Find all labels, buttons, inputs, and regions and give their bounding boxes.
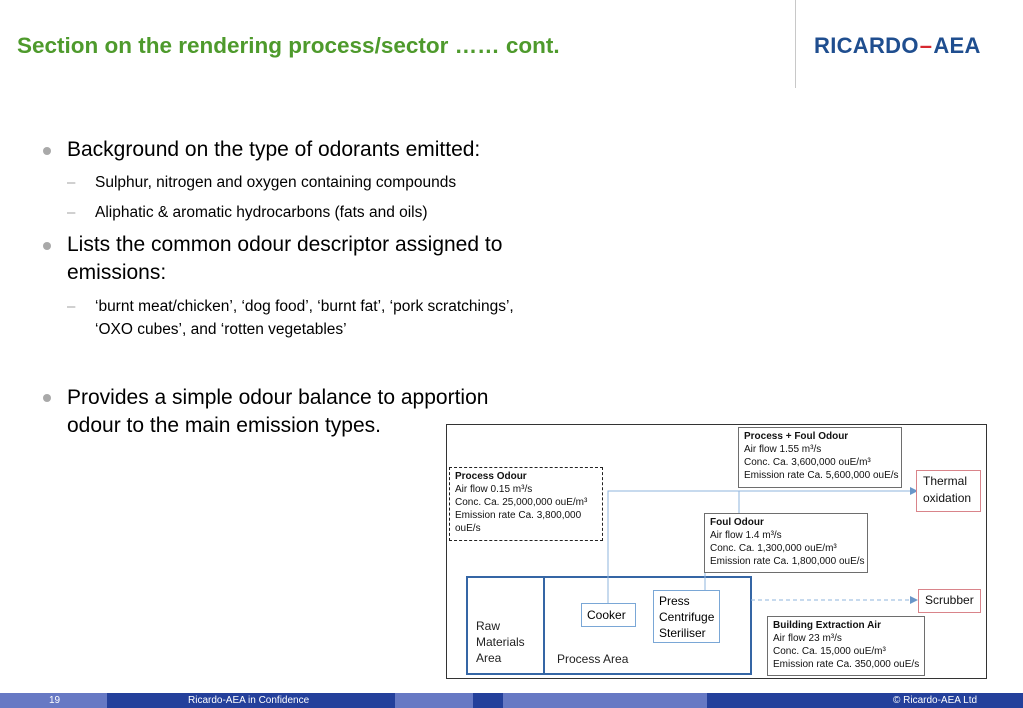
- dash-marker: –: [67, 174, 76, 191]
- process-area-label: Process Area: [557, 652, 629, 666]
- bullet-dot-1: [43, 147, 51, 155]
- bullet-3-line2: odour to the main emission types.: [67, 414, 381, 437]
- emission-rate: Emission rate Ca. 350,000 ouE/s: [773, 659, 920, 670]
- air-flow: Air flow 1.55 m³/s: [744, 444, 822, 455]
- slide-title: Section on the rendering process/sector …: [17, 33, 560, 58]
- press-label: Press: [659, 594, 690, 608]
- footer-bar: 19 Ricardo-AEA in Confidence © Ricardo-A…: [0, 693, 1023, 708]
- concentration: Conc. Ca. 1,300,000 ouE/m³: [710, 543, 837, 554]
- foul-odour-box: Foul Odour Air flow 1.4 m³/s Conc. Ca. 1…: [704, 513, 868, 573]
- oxidation-label: oxidation: [923, 491, 972, 505]
- thermal-oxidation-box: Thermal oxidation: [916, 470, 981, 512]
- bullet-dot-2: [43, 242, 51, 250]
- air-flow: Air flow 1.4 m³/s: [710, 530, 782, 541]
- bullet-2-line2: emissions:: [67, 261, 167, 284]
- scrubber-box: Scrubber: [918, 589, 981, 613]
- raw-line: Raw: [476, 619, 501, 633]
- sub-bullet-2-1-line1: ‘burnt meat/chicken’, ‘dog food’, ‘burnt…: [95, 298, 514, 315]
- box-title: Process Odour: [455, 471, 527, 482]
- bullet-1: Background on the type of odorants emitt…: [67, 138, 481, 161]
- concentration: Conc. Ca. 15,000 ouE/m³: [773, 646, 886, 657]
- box-title: Process + Foul Odour: [744, 431, 849, 442]
- process-odour-box: Process Odour Air flow 0.15 m³/s Conc. C…: [449, 467, 603, 541]
- area-line: Area: [476, 651, 502, 665]
- building-extraction-air-box: Building Extraction Air Air flow 23 m³/s…: [767, 616, 925, 676]
- footer-segment: [395, 693, 473, 708]
- bullet-2-line1: Lists the common odour descriptor assign…: [67, 233, 503, 256]
- logo-ricardo: RICARDO: [814, 33, 919, 58]
- bullet-3-line1: Provides a simple odour balance to appor…: [67, 386, 489, 409]
- footer-segment: [0, 693, 107, 708]
- air-flow: Air flow 0.15 m³/s: [455, 484, 533, 495]
- materials-line: Materials: [476, 635, 525, 649]
- scrubber-label: Scrubber: [925, 593, 974, 607]
- odour-balance-diagram: Process + Foul Odour Air flow 1.55 m³/s …: [446, 424, 987, 679]
- cooker-box: Cooker: [581, 603, 636, 627]
- copyright-label: © Ricardo-AEA Ltd: [893, 695, 978, 706]
- steriliser-label: Steriliser: [659, 626, 706, 640]
- centrifuge-label: Centrifuge: [659, 610, 715, 624]
- bullet-dot-3: [43, 394, 51, 402]
- ricardo-aea-logo: RICARDO–AEA: [814, 33, 981, 59]
- logo-dash: –: [919, 33, 933, 58]
- thermal-label: Thermal: [923, 474, 968, 488]
- dash-marker: –: [67, 298, 76, 315]
- sub-bullet-1-2: Aliphatic & aromatic hydrocarbons (fats …: [95, 204, 428, 221]
- emission-rate: Emission rate Ca. 1,800,000 ouE/s: [710, 556, 865, 567]
- sub-bullet-2-1-line2: ‘OXO cubes’, and ‘rotten vegetables’: [95, 321, 347, 338]
- cooker-label: Cooker: [587, 608, 626, 622]
- air-flow: Air flow 23 m³/s: [773, 633, 842, 644]
- confidence-label: Ricardo-AEA in Confidence: [188, 695, 310, 706]
- footer-segment: [503, 693, 707, 708]
- logo-aea: AEA: [933, 33, 981, 58]
- concentration: Conc. Ca. 25,000,000 ouE/m³: [455, 497, 588, 508]
- box-title: Building Extraction Air: [773, 620, 881, 631]
- raw-materials-area-label: Raw Materials Area: [476, 618, 525, 666]
- header-divider: [795, 0, 796, 88]
- box-title: Foul Odour: [710, 517, 764, 528]
- emission-rate: Emission rate Ca. 3,800,000: [455, 510, 582, 521]
- press-centrifuge-steriliser-box: Press Centrifuge Steriliser: [653, 590, 720, 643]
- sub-bullet-1-1: Sulphur, nitrogen and oxygen containing …: [95, 174, 457, 191]
- process-foul-odour-box: Process + Foul Odour Air flow 1.55 m³/s …: [738, 427, 902, 488]
- concentration: Conc. Ca. 3,600,000 ouE/m³: [744, 457, 871, 468]
- emission-rate: Emission rate Ca. 5,600,000 ouE/s: [744, 470, 899, 481]
- emission-rate-unit: ouE/s: [455, 523, 481, 534]
- dash-marker: –: [67, 204, 76, 221]
- page-number: 19: [49, 695, 61, 706]
